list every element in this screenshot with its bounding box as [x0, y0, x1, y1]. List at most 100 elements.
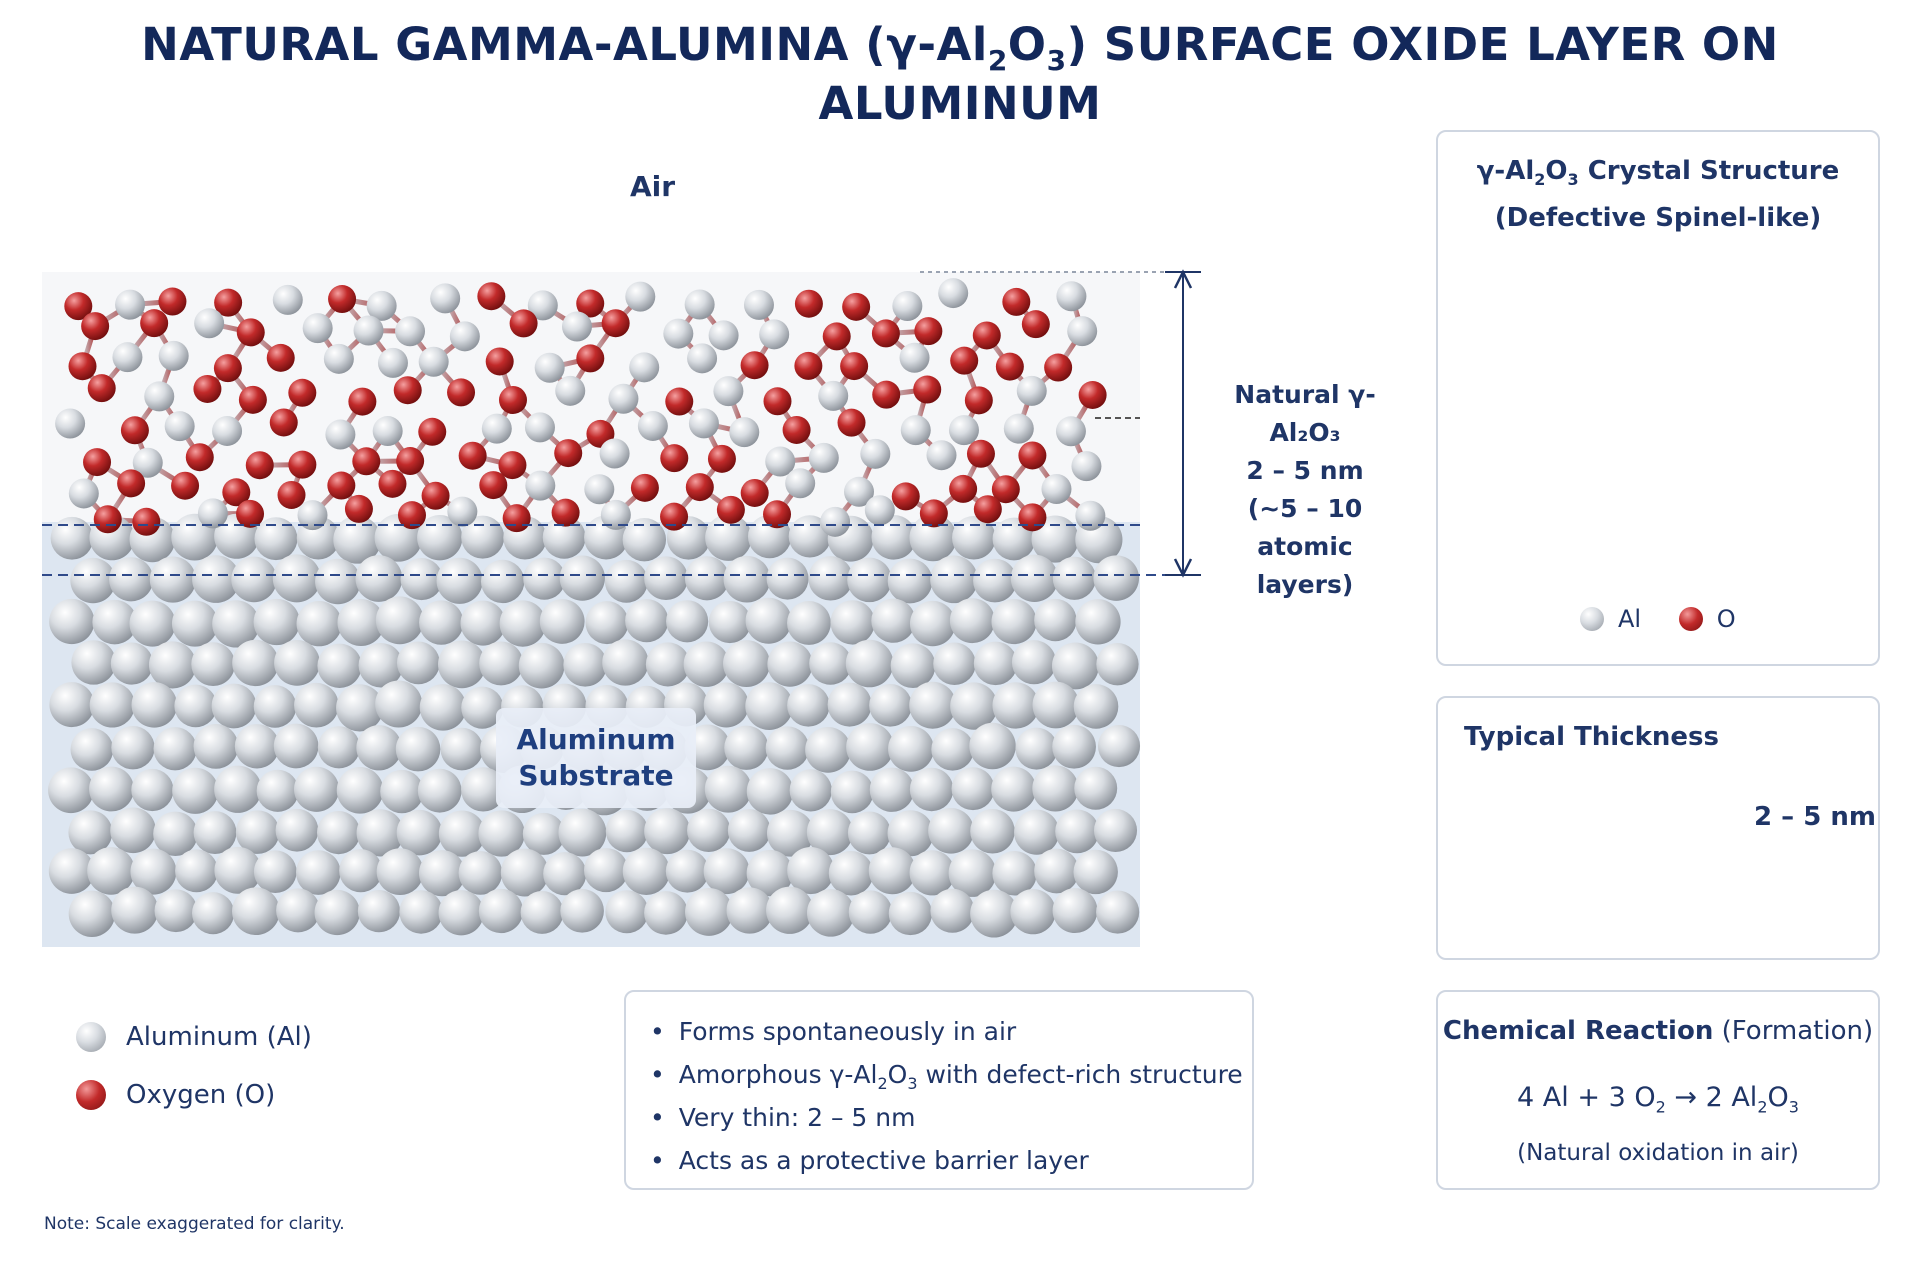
aluminum-atom	[827, 682, 872, 727]
aluminum-atom	[1093, 555, 1140, 601]
aluminum-atom	[644, 556, 688, 601]
aluminum-atom	[436, 557, 483, 604]
oxygen-atom	[378, 469, 407, 498]
aluminum-atom	[926, 440, 957, 471]
aluminum-atom	[622, 517, 667, 562]
oxygen-atom	[447, 378, 476, 407]
aluminum-atom	[1052, 556, 1096, 600]
oxygen-atom	[554, 439, 583, 468]
aluminum-atom	[534, 352, 565, 383]
aluminum-atom	[948, 849, 997, 897]
aluminum-atom	[333, 515, 382, 564]
aluminum-atom	[585, 601, 629, 645]
aluminum-atom	[111, 726, 155, 770]
aluminum-atom	[296, 601, 342, 647]
aluminum-atom	[625, 281, 656, 312]
aluminum-atom	[931, 728, 974, 771]
aluminum-atom	[212, 600, 260, 648]
aluminum-atom	[745, 597, 792, 644]
aluminum-atom	[317, 726, 360, 769]
aluminum-atom	[830, 770, 874, 814]
aluminum-atom	[766, 809, 814, 857]
aluminum-atom	[438, 640, 486, 689]
oxygen-atom-icon	[76, 1080, 106, 1110]
key-facts-list: Forms spontaneously in air Amorphous γ-A…	[650, 1010, 1243, 1182]
aluminum-atom	[991, 766, 1037, 812]
oxygen-atom	[950, 346, 979, 375]
aluminum-atom	[805, 727, 851, 773]
aluminum-atom	[55, 408, 86, 439]
aluminum-atom	[175, 849, 218, 893]
aluminum-atom	[460, 600, 506, 646]
aluminum-atom	[949, 598, 995, 644]
oxygen-atom	[1018, 441, 1047, 470]
aluminum-atom	[70, 728, 114, 771]
aluminum-atom	[900, 415, 931, 446]
aluminum-atom	[191, 642, 235, 686]
oxygen-atom	[551, 498, 580, 527]
aluminum-atom	[787, 846, 835, 895]
aluminum-atom	[417, 768, 462, 813]
aluminum-atom	[665, 849, 709, 893]
aluminum-atom	[274, 640, 320, 686]
aluminum-atom	[518, 642, 565, 689]
aluminum-atom	[789, 769, 832, 812]
aluminum-atom	[860, 438, 891, 469]
aluminum-atom	[438, 890, 484, 936]
aluminum-atom	[973, 641, 1018, 686]
oxygen-atom	[120, 416, 149, 445]
aluminum-atom	[89, 766, 134, 812]
oxygen-atom	[995, 352, 1024, 381]
crystal-panel-title: γ-Al2O3 Crystal Structure (Defective Spi…	[1476, 156, 1840, 234]
aluminum-atom	[418, 346, 449, 377]
aluminum-atom	[1067, 316, 1098, 347]
aluminum-atom	[256, 769, 299, 812]
aluminum-atom	[1071, 451, 1102, 482]
oxygen-atom	[1044, 353, 1073, 382]
oxygen-atom	[576, 344, 605, 373]
oxygen-atom	[964, 386, 993, 415]
aluminum-atom	[447, 496, 478, 527]
aluminum-atom	[1075, 599, 1121, 645]
thickness-panel	[1436, 696, 1880, 960]
aluminum-atom	[1010, 554, 1059, 602]
aluminum-atom	[746, 849, 794, 897]
crystal-legend: Al O	[1580, 604, 1736, 633]
aluminum-atom	[440, 727, 484, 771]
aluminum-atom	[1096, 890, 1140, 934]
aluminum-atom	[684, 289, 715, 320]
oxygen-atom	[158, 287, 187, 316]
oxygen-atom	[81, 312, 110, 341]
aluminum-atom	[992, 682, 1039, 729]
aluminum-atom	[1016, 375, 1047, 406]
aluminum-atom	[372, 416, 403, 447]
aluminum-atom	[806, 809, 853, 856]
oxygen-atom	[794, 351, 823, 380]
oxygen-atom	[327, 471, 356, 500]
oxygen-atom	[660, 502, 689, 531]
aluminum-atom	[214, 846, 262, 894]
aluminum-atom	[1055, 809, 1099, 854]
oxygen-atom	[498, 385, 527, 414]
aluminum-atom	[395, 726, 441, 772]
aluminum-atom	[353, 315, 384, 346]
aluminum-atom	[952, 515, 996, 560]
aluminum-atom	[131, 682, 178, 728]
oxygen-atom	[665, 387, 694, 416]
oxygen-atom	[245, 451, 274, 480]
reaction-panel	[1436, 990, 1880, 1190]
aluminum-atom	[297, 500, 328, 531]
substrate-label: Aluminum Substrate	[496, 708, 696, 808]
aluminum-atom	[950, 682, 998, 730]
aluminum-atom	[559, 555, 605, 601]
aluminum-atom	[558, 808, 607, 857]
aluminum-atom	[323, 343, 354, 374]
oxygen-atom	[83, 448, 112, 477]
aluminum-atom	[688, 408, 719, 439]
aluminum-atom	[708, 320, 739, 351]
aluminum-atom	[625, 599, 669, 643]
oxygen-atom	[352, 447, 381, 476]
aluminum-atom	[49, 598, 95, 645]
aluminum-atom	[1056, 281, 1087, 312]
aluminum-atom	[542, 515, 586, 559]
